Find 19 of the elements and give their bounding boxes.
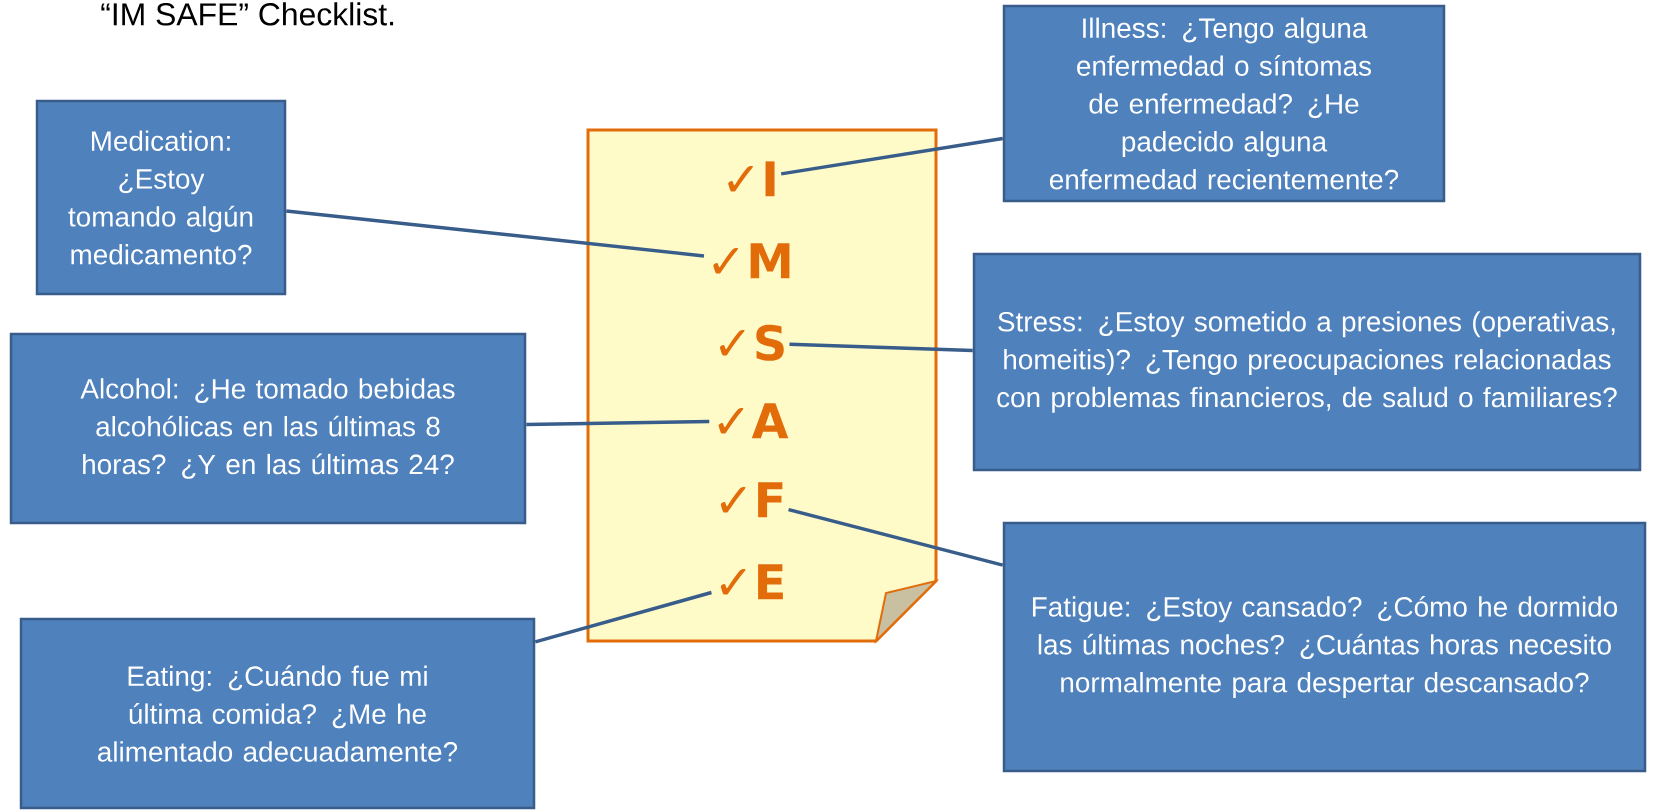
question-box: Illness: ¿Tengo alguna enfermedad o síntomas de enfermedad? ¿He padecido alguna enfermedad recientemente? <box>1002 4 1446 203</box>
leader-line <box>788 507 1004 567</box>
checklist-letter: ✓I <box>728 161 775 197</box>
leader-line <box>780 136 1004 176</box>
question-box: Fatigue: ¿Estoy cansado? ¿Cómo he dormido las últimas noches? ¿Cuántas horas necesito normalmente para despertar descansado? <box>1002 521 1647 773</box>
checklist-letter: ✓M <box>713 243 790 279</box>
checklist-letter: ✓A <box>718 403 789 439</box>
question-box: Alcohol: ¿He tomado bebidas alcohólicas en las últimas 8 horas? ¿Y en las últimas 24? <box>9 332 527 525</box>
leader-line <box>286 209 705 258</box>
leader-line <box>789 342 973 353</box>
leader-line <box>534 590 712 644</box>
question-box: Medication: ¿Estoy tomando algún medicamento? <box>35 99 287 296</box>
leader-line <box>526 419 710 427</box>
checklist-letter: ✓S <box>719 324 784 361</box>
checklist-letter: ✓F <box>720 482 783 518</box>
checklist-letter: ✓E <box>720 564 783 600</box>
question-box: Stress: ¿Estoy sometido a presiones (operativas, homeitis)? ¿Tengo preocupaciones relacionadas con problemas financieros, de salud o familiares? <box>972 252 1642 472</box>
title: “IM SAFE” Checklist. <box>101 2 394 26</box>
question-box: Eating: ¿Cuándo fue mi última comida? ¿Me he alimentado adecuadamente? <box>19 617 536 810</box>
